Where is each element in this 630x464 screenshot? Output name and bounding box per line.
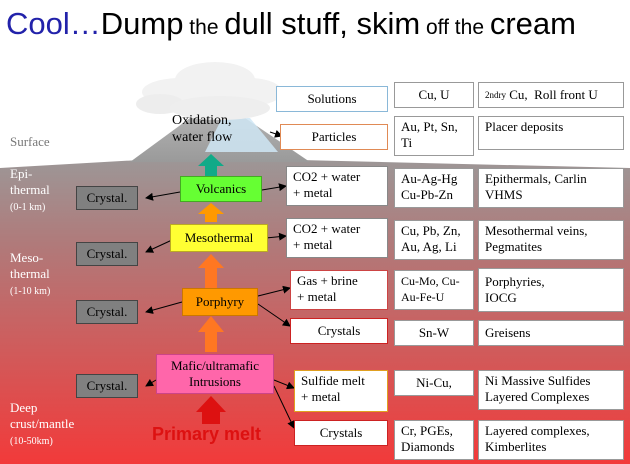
metals-greisen: Sn-W	[394, 320, 474, 346]
mesothermal-box: Mesothermal	[170, 224, 268, 252]
title-part-off-the: off the	[420, 16, 490, 39]
deposit-mesothermal: Mesothermal veins, Pegmatites	[478, 220, 624, 260]
smoke-cloud	[136, 62, 282, 120]
deposit-solutions-rest: Cu, Roll front U	[506, 87, 598, 102]
metals-sulfide: Ni-Cu,	[394, 370, 474, 396]
primary-melt-label: Primary melt	[152, 424, 262, 444]
deep-range: (10-50km)	[10, 436, 53, 447]
title-part-dump: Dump	[100, 6, 184, 41]
co2-meso-box: CO2 + water + metal	[286, 218, 388, 258]
title-part-cream: cream	[489, 6, 576, 41]
vent-water-flow	[205, 118, 278, 152]
deposit-solutions-sub: 2ndry	[485, 90, 506, 100]
co2-epi-box: CO2 + water + metal	[286, 166, 388, 206]
metals-porphyry: Cu-Mo, Cu- Au-Fe-U	[394, 270, 474, 310]
crystal-box-epi: Crystal.	[76, 186, 138, 210]
epithermal-name: Epi- thermal	[10, 166, 50, 197]
mesothermal-label: Meso- thermal (1-10 km)	[10, 250, 70, 300]
title-part-cool: Cool…	[6, 6, 101, 41]
crystal-box-deep: Crystal.	[76, 374, 138, 398]
solutions-box: Solutions	[276, 86, 388, 112]
particles-box: Particles	[280, 124, 388, 150]
deposit-crystals: Layered complexes, Kimberlites	[478, 420, 624, 460]
crystals-deep-box: Crystals	[294, 420, 388, 446]
metals-particles: Au, Pt, Sn, Ti	[394, 116, 474, 156]
mesothermal-range: (1-10 km)	[10, 286, 51, 297]
deposit-greisen: Greisens	[478, 320, 624, 346]
deep-name: Deep crust/mantle	[10, 400, 75, 431]
metals-mesothermal: Cu, Pb, Zn, Au, Ag, Li	[394, 220, 474, 260]
crystal-box-meso: Crystal.	[76, 242, 138, 266]
crystals-porph-box: Crystals	[290, 318, 388, 344]
oxidation-label: Oxidation, water flow	[172, 113, 233, 145]
title-part-dull-stuff: dull stuff, skim	[224, 6, 421, 41]
epithermal-label: Epi- thermal (0-1 km)	[10, 166, 70, 216]
porphyry-box: Porphyry	[182, 288, 258, 316]
deposit-epithermal: Epithermals, Carlin VHMS	[478, 168, 624, 208]
metals-epithermal: Au-Ag-Hg Cu-Pb-Zn	[394, 168, 474, 208]
volcanics-box: Volcanics	[180, 176, 262, 202]
metals-crystals: Cr, PGEs, Diamonds	[394, 420, 474, 460]
mafic-box: Mafic/ultramafic Intrusions	[156, 354, 274, 394]
mesothermal-name: Meso- thermal	[10, 250, 50, 281]
deposit-particles: Placer deposits	[478, 116, 624, 150]
deposit-porphyry: Porphyries, IOCG	[478, 268, 624, 312]
deposit-sulfide: Ni Massive Sulfides Layered Complexes	[478, 370, 624, 410]
surface-label: Surface	[10, 134, 50, 149]
epithermal-range: (0-1 km)	[10, 202, 46, 213]
crystal-box-porph: Crystal.	[76, 300, 138, 324]
metals-solutions: Cu, U	[394, 82, 474, 108]
deposit-solutions: 2ndry Cu, Roll front U	[478, 82, 624, 108]
title-part-the: the	[183, 16, 225, 39]
deep-label: Deep crust/mantle (10-50km)	[10, 400, 110, 450]
gas-brine-box: Gas + brine + metal	[290, 270, 388, 310]
slide-title: Cool…Dump the dull stuff, skim off the c…	[6, 6, 576, 42]
sulfide-box: Sulfide melt + metal	[294, 370, 388, 412]
